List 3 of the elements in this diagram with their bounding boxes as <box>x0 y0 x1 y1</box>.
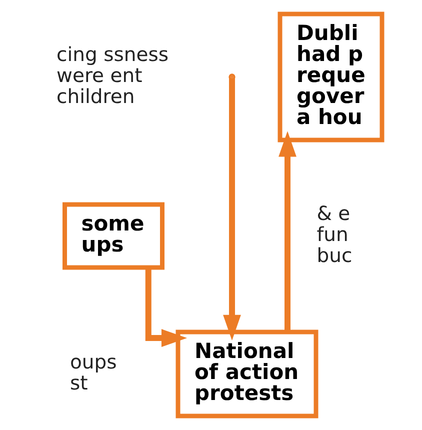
label: & e fun buc <box>316 202 352 268</box>
label: oups st <box>70 350 117 395</box>
label: cing ssness were ent children <box>56 43 169 108</box>
